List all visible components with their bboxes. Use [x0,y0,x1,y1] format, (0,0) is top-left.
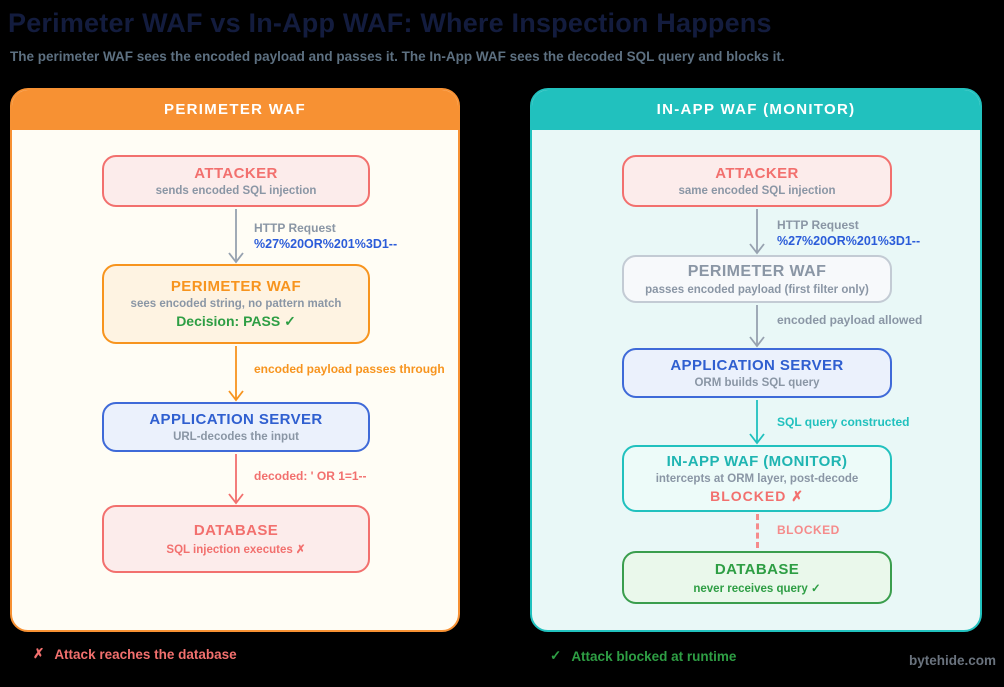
in-app-waf-panel-header: IN-APP WAF (MONITOR) [532,90,980,130]
node-application-server-left: APPLICATION SERVER URL-decodes the input [102,402,370,452]
right-footer-text: Attack blocked at runtime [571,648,737,664]
node-subtitle: URL-decodes the input [173,431,299,443]
edge-label-blocked: BLOCKED [777,523,840,537]
edge-label-encoded-payload: %27%20OR%201%3D1-- [777,234,921,248]
blocked-dashed-line [756,514,759,548]
left-panel-footer: ✗ Attack reaches the database [33,646,237,662]
edge-label-passes-through: encoded payload passes through [254,362,445,376]
node-title: DATABASE [193,522,279,539]
arrow-down-icon [749,400,765,445]
edge-label-encoded-payload: %27%20OR%201%3D1-- [254,237,398,251]
arrow-down-icon [228,454,244,505]
node-subtitle: sends encoded SQL injection [155,185,317,197]
node-title: APPLICATION SERVER [149,411,323,428]
node-subtitle: same encoded SQL injection [678,185,836,197]
node-perimeter-waf-left: PERIMETER WAF sees encoded string, no pa… [102,264,370,344]
edge-label-decoded: decoded: ' OR 1=1-- [254,469,367,483]
edge-label-http-request: HTTP Request [777,218,859,232]
in-app-waf-panel: IN-APP WAF (MONITOR) ATTACKER same encod… [530,88,982,632]
node-title: IN-APP WAF (MONITOR) [666,452,848,470]
arrow-down-icon [749,209,765,255]
node-subtitle: passes encoded payload (first filter onl… [645,283,869,296]
node-title: DATABASE [714,560,800,578]
node-database-left: DATABASE SQL injection executes ✗ [102,505,370,573]
node-perimeter-waf-right: PERIMETER WAF passes encoded payload (fi… [622,255,892,303]
node-attacker-right: ATTACKER same encoded SQL injection [622,155,892,207]
node-title: ATTACKER [715,165,799,182]
node-decision-pass: Decision: PASS ✓ [176,313,296,329]
arrow-down-icon [228,346,244,402]
node-title: PERIMETER WAF [170,278,302,295]
node-title: APPLICATION SERVER [670,357,844,374]
node-subtitle: sees encoded string, no pattern match [130,298,342,310]
node-decision-blocked: BLOCKED ✗ [710,487,804,504]
edge-label-payload-allowed: encoded payload allowed [777,313,923,327]
brand-watermark: bytehide.com [908,653,996,668]
right-panel-footer: ✓ Attack blocked at runtime [550,648,736,664]
node-database-right: DATABASE never receives query ✓ [622,551,892,604]
cross-icon: ✗ [33,646,45,661]
edge-label-http-request: HTTP Request [254,221,336,235]
node-title: ATTACKER [194,165,278,182]
page-subtitle: The perimeter WAF sees the encoded paylo… [10,49,785,64]
node-subtitle: SQL injection executes ✗ [166,544,306,556]
arrow-down-icon [749,305,765,348]
node-in-app-waf: IN-APP WAF (MONITOR) intercepts at ORM l… [622,445,892,512]
left-footer-text: Attack reaches the database [54,646,237,662]
node-subtitle: never receives query ✓ [693,582,821,595]
page-title: Perimeter WAF vs In-App WAF: Where Inspe… [8,8,772,38]
check-icon: ✓ [550,648,562,663]
node-attacker-left: ATTACKER sends encoded SQL injection [102,155,370,207]
perimeter-waf-panel: PERIMETER WAF ATTACKER sends encoded SQL… [10,88,460,632]
node-subtitle: intercepts at ORM layer, post-decode [655,472,859,485]
node-title: PERIMETER WAF [687,262,827,280]
node-subtitle: ORM builds SQL query [694,377,820,389]
node-application-server-right: APPLICATION SERVER ORM builds SQL query [622,348,892,398]
edge-label-sql-constructed: SQL query constructed [777,415,910,429]
arrow-down-icon [228,209,244,264]
perimeter-waf-panel-header: PERIMETER WAF [12,90,458,130]
